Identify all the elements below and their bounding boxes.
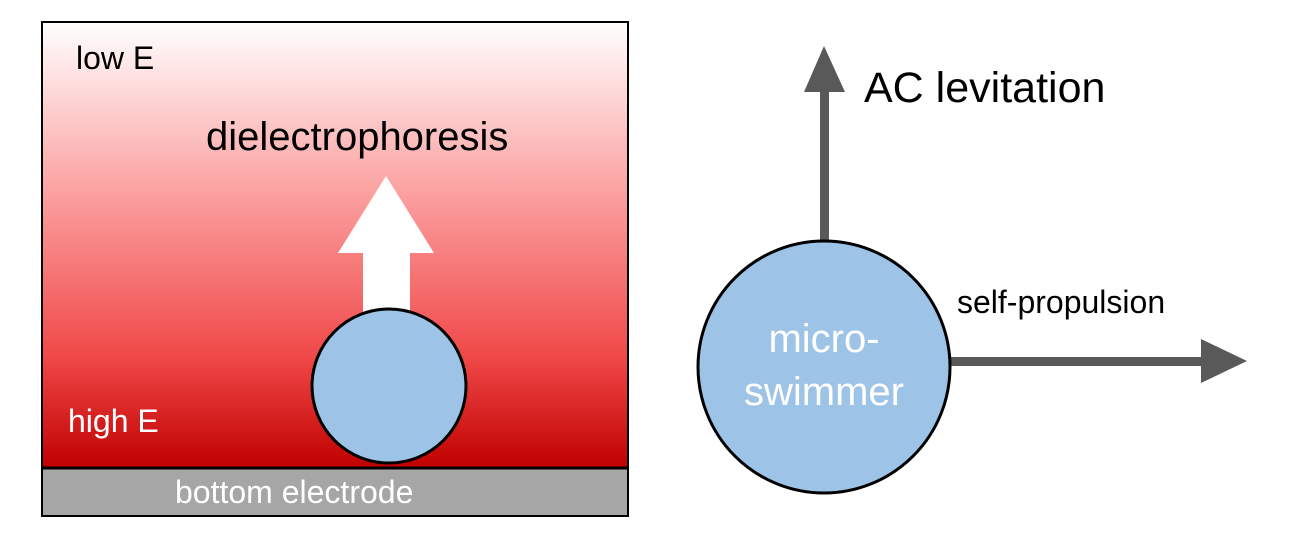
electrode-label: bottom electrode xyxy=(175,474,413,510)
field-panel: low E high E dielectrophoresis bottom el… xyxy=(41,21,629,517)
dielectrophoresis-arrow xyxy=(338,176,434,330)
forces-schematic: micro- swimmer AC levitation self-propul… xyxy=(696,46,1247,495)
microswimmer xyxy=(696,239,952,495)
low-field-label: low E xyxy=(76,40,154,76)
high-field-label: high E xyxy=(68,403,159,439)
particle xyxy=(310,307,468,465)
microswimmer-label-line2: swimmer xyxy=(744,370,904,414)
self-propulsion-label: self-propulsion xyxy=(957,284,1165,320)
ac-levitation-label: AC levitation xyxy=(864,64,1105,112)
microswimmer-label-line1: micro- xyxy=(768,317,879,361)
levitation-arrow-shaft xyxy=(820,88,829,248)
bottom-electrode xyxy=(42,468,628,516)
propulsion-arrow-head xyxy=(1201,339,1247,383)
propulsion-arrow-shaft xyxy=(945,357,1205,366)
levitation-arrow-head xyxy=(804,46,845,92)
field-panel-border xyxy=(41,21,629,517)
dielectrophoresis-label: dielectrophoresis xyxy=(206,115,508,159)
